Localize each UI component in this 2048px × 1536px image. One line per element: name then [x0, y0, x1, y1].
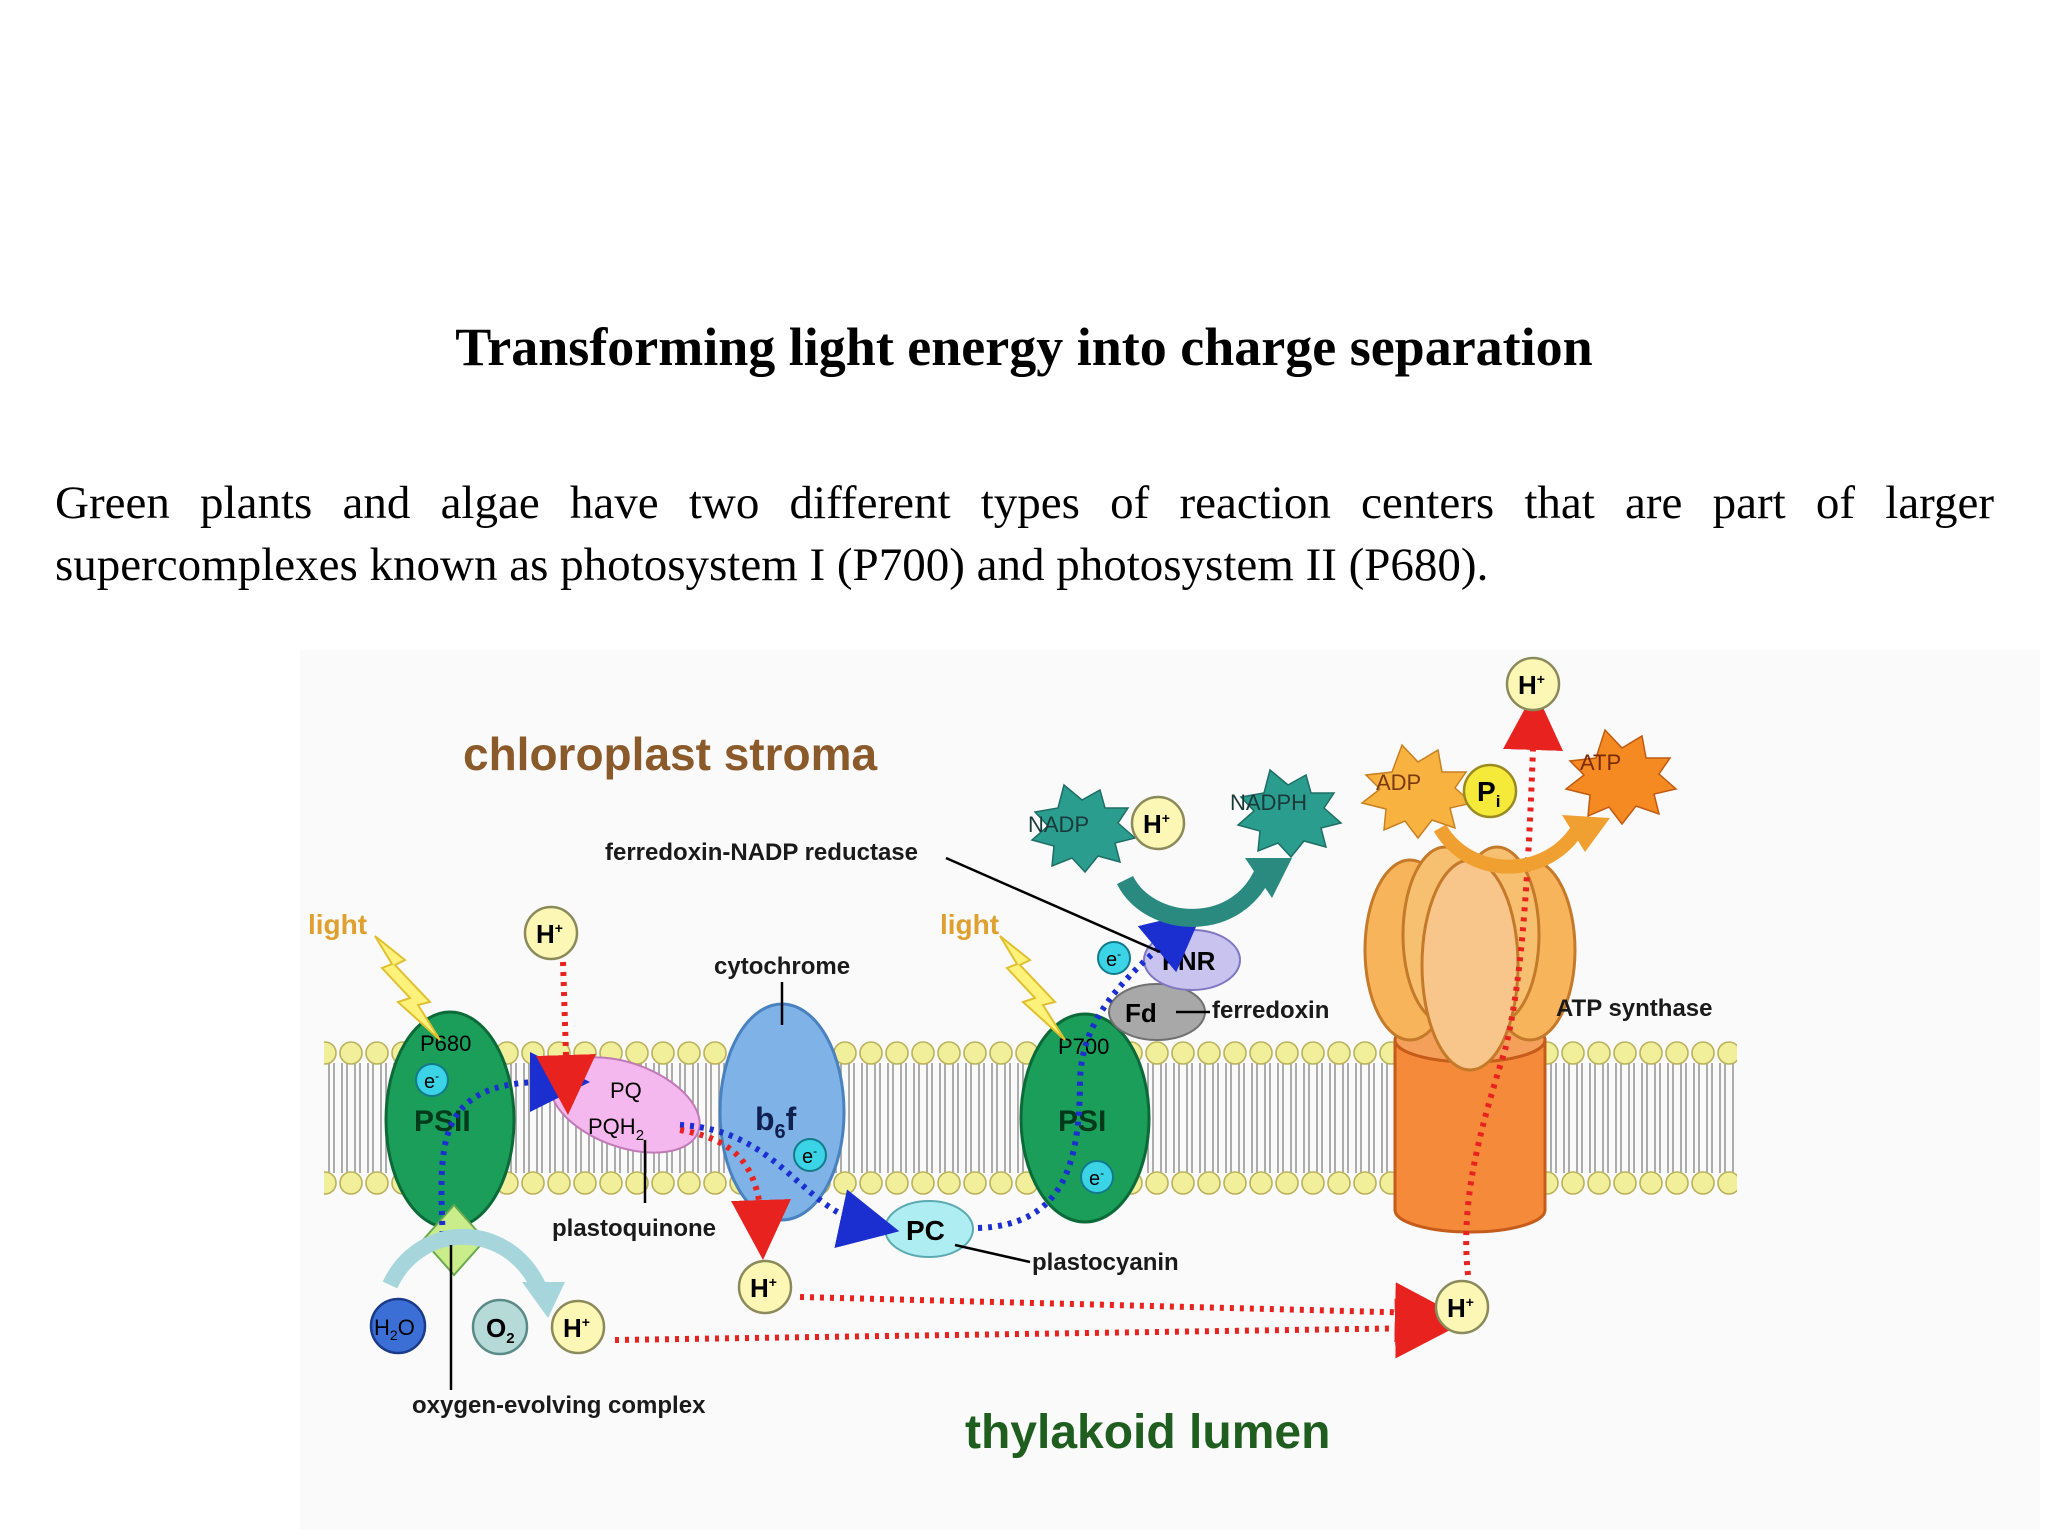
water-molecule: H2O: [369, 1297, 427, 1355]
svg-text:H+: H+: [1447, 1293, 1474, 1323]
svg-text:e-: e-: [802, 1144, 817, 1168]
pqh2-label: PQH: [588, 1114, 636, 1139]
plastocyanin-label: plastocyanin: [1032, 1249, 1179, 1276]
nadph-starburst: NADPH: [1230, 768, 1343, 859]
svg-text:H+: H+: [1143, 809, 1170, 839]
electron-path-psii-pq: [438, 1052, 590, 1246]
electron-b6f: e-: [793, 1138, 827, 1172]
pq-label: PQ: [610, 1078, 642, 1103]
proton-lumen-atp: H+: [1434, 1279, 1490, 1335]
electron-psii: e-: [415, 1063, 449, 1097]
plastocyanin-complex: PC: [884, 1200, 974, 1258]
b6f-tail: f: [786, 1101, 797, 1137]
p680-label: P680: [420, 1031, 471, 1056]
fd-label: Fd: [1125, 998, 1157, 1028]
pc-label: PC: [906, 1215, 945, 1246]
electron-fnr: e-: [1097, 941, 1131, 975]
svg-text:H2O: H2O: [374, 1315, 415, 1343]
pqh2-sub: 2: [636, 1127, 644, 1144]
adp-label: ADP: [1376, 770, 1421, 795]
nadp-reduction-arrow: [1116, 864, 1274, 927]
proton-stroma-pq: H+: [523, 905, 579, 961]
psii-label: PSII: [414, 1105, 471, 1138]
ferredoxin-label: ferredoxin: [1212, 997, 1329, 1024]
electron-path-pc-fnr: [977, 910, 1204, 1231]
atp-arrowhead: [1562, 815, 1610, 852]
adp-starburst: ADP: [1360, 743, 1474, 840]
psi-label: PSI: [1058, 1105, 1106, 1138]
oec-label: oxygen-evolving complex: [412, 1392, 706, 1419]
svg-text:Pi: Pi: [1477, 776, 1500, 811]
svg-text:e-: e-: [424, 1069, 439, 1093]
proton-stroma-nadp: H+: [1130, 795, 1186, 851]
proton-lumen-oec: H+: [550, 1299, 606, 1355]
proton-lumen-b6f: H+: [737, 1259, 793, 1315]
atp-starburst: ATP: [1564, 728, 1678, 826]
svg-text:e-: e-: [1106, 947, 1121, 971]
fnr-complex: FNR: [1143, 929, 1241, 991]
psi-complex: P700 PSI: [1019, 1012, 1151, 1224]
light-bolt-icon: [374, 935, 441, 1041]
atp-formation-arrow: [1433, 821, 1587, 874]
cytochrome-label: cytochrome: [714, 953, 850, 980]
svg-text:H+: H+: [536, 919, 563, 949]
nadp-arrowhead: [1245, 858, 1292, 898]
water-arrowhead: [522, 1282, 565, 1318]
oxygen-molecule: O2: [471, 1298, 529, 1356]
lumen-label: thylakoid lumen: [965, 1406, 1330, 1459]
svg-text:PQH2: PQH2: [588, 1114, 644, 1144]
svg-text:e-: e-: [1089, 1166, 1104, 1190]
svg-text:H+: H+: [563, 1313, 590, 1343]
proton-path-lumen-right: [799, 1282, 1455, 1343]
svg-text:b6f: b6f: [755, 1101, 797, 1143]
fnr-label: FNR: [1162, 946, 1216, 976]
light-bolt-icon: [999, 935, 1066, 1041]
intro-paragraph: Green plants and algae have two differen…: [55, 477, 1994, 591]
light-label-right: light: [940, 909, 999, 940]
plastoquinone-label: plastoquinone: [552, 1215, 716, 1242]
proton-path-stroma-pq: [536, 961, 597, 1115]
plastocyanin-leader-line: [954, 1243, 1031, 1264]
proton-path-pq-lumen: [679, 1127, 791, 1260]
svg-text:H+: H+: [1518, 670, 1545, 700]
stroma-label: chloroplast stroma: [463, 728, 878, 780]
proton-stroma-atp: H+: [1505, 656, 1561, 712]
nadp-label: NADP: [1028, 812, 1089, 837]
water-splitting-arrow: [382, 1228, 548, 1294]
pi-molecule: Pi: [1462, 763, 1518, 819]
nadph-label: NADPH: [1230, 790, 1307, 815]
pi-sub: i: [1496, 792, 1501, 811]
psii-complex: P680 PSII: [384, 1010, 516, 1230]
light-label-left: light: [308, 909, 367, 940]
b6f-label: b: [755, 1101, 775, 1137]
page-title: Transforming light energy into charge se…: [455, 317, 1593, 377]
svg-text:H+: H+: [750, 1273, 777, 1303]
fnr-long-label: ferredoxin-NADP reductase: [605, 839, 918, 866]
electron-path-pq-pc: [679, 1122, 900, 1249]
electron-psi: e-: [1080, 1160, 1114, 1194]
atp-synthase-label: ATP synthase: [1556, 995, 1713, 1022]
b6f-sub: 6: [775, 1121, 786, 1143]
b6f-complex: b6f: [718, 1002, 846, 1222]
fnr-leader-line: [945, 856, 1161, 954]
svg-text:O2: O2: [486, 1313, 515, 1347]
pi-label: P: [1477, 776, 1496, 807]
nadp-starburst: NADP: [1028, 783, 1137, 874]
atp-label: ATP: [1580, 750, 1621, 775]
